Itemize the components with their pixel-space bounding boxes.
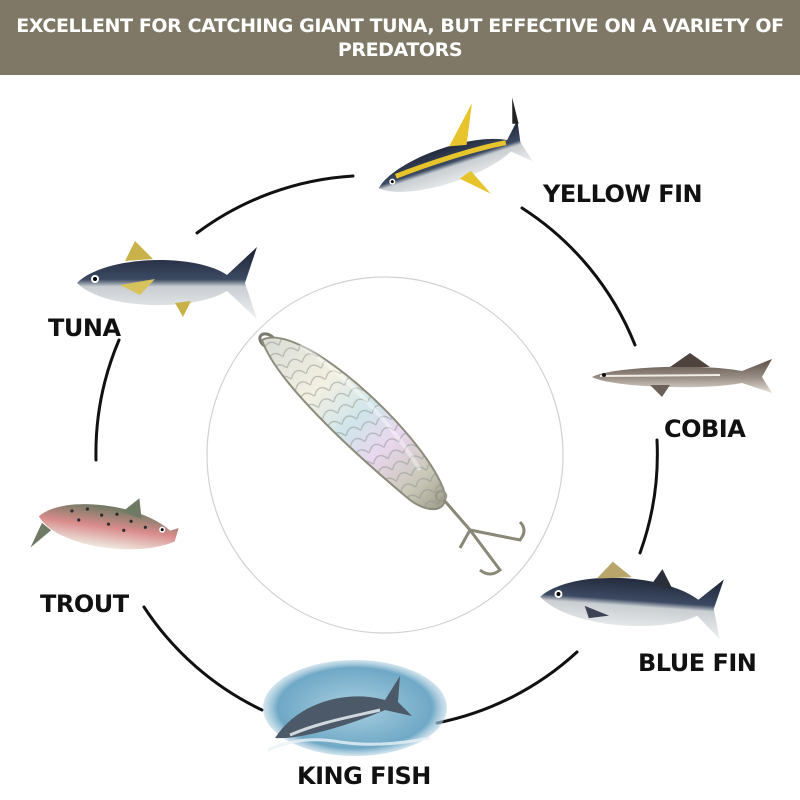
ring-arc-tuna-to-yellowfin [195, 174, 355, 235]
header-banner: EXCELLENT FOR CATCHING GIANT TUNA, BUT E… [0, 0, 800, 75]
cycle-ring [94, 174, 659, 725]
center-circle [206, 276, 564, 634]
ring-arc-trout-to-tuna [94, 338, 121, 462]
ring-arc-bluefin-to-kingfish [435, 650, 579, 725]
bluefin-tuna-image [540, 561, 724, 640]
tuna-image [77, 241, 257, 319]
kingfish-image [263, 660, 447, 756]
label-yellow-fin: YELLOW FIN [543, 180, 703, 208]
ring-arc-cobia-to-bluefin [638, 438, 659, 555]
label-blue-fin: BLUE FIN [638, 649, 757, 677]
yellowfin-tuna-image [378, 97, 533, 194]
label-trout: TROUT [40, 590, 129, 618]
label-king-fish: KING FISH [297, 762, 431, 790]
spoon-lure-image [258, 332, 526, 576]
label-tuna: TUNA [48, 314, 121, 342]
trout-image [30, 498, 179, 550]
header-title: EXCELLENT FOR CATCHING GIANT TUNA, BUT E… [16, 14, 784, 61]
ring-arc-kingfish-to-trout [142, 605, 264, 712]
ring-arc-yellowfin-to-cobia [520, 206, 637, 347]
cobia-image [592, 353, 772, 397]
label-cobia: COBIA [664, 415, 746, 443]
